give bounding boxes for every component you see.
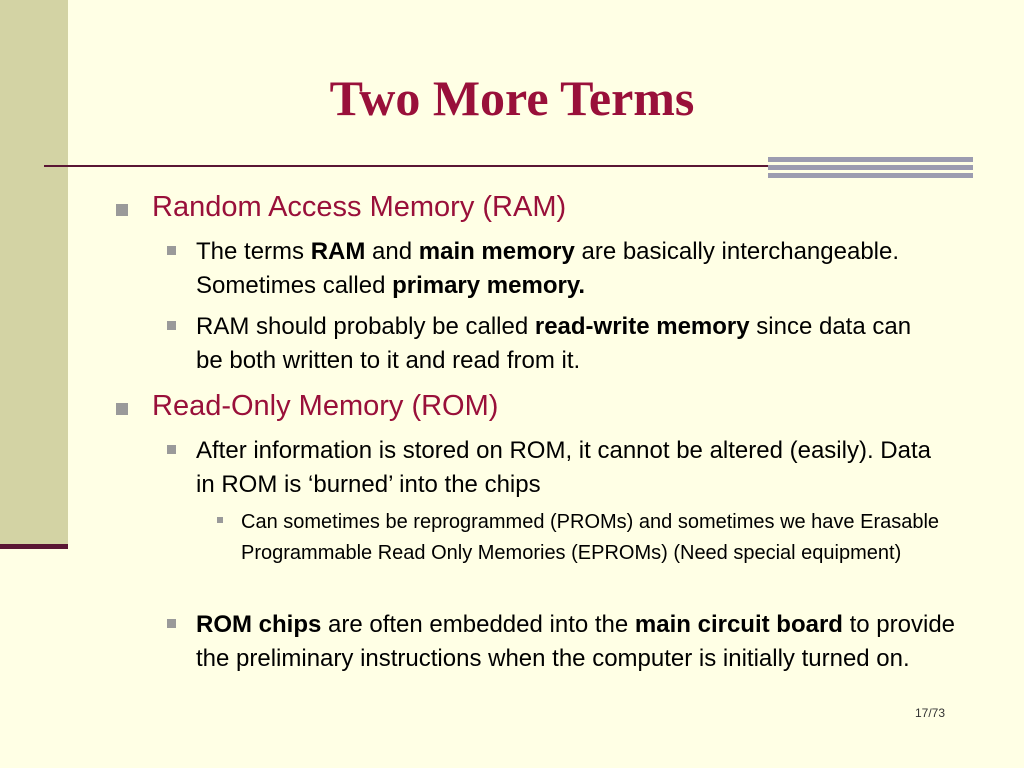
bold-term-primary-memory: primary memory. (392, 272, 586, 299)
sub-bullet-ram-main-memory: The terms RAM and main memory are basica… (167, 235, 936, 303)
slide-page-number: 17/73 (915, 706, 946, 720)
left-accent-bar (0, 0, 68, 546)
sub-bullet-text: The terms RAM and main memory are basica… (196, 238, 899, 299)
text-span: are often embedded into the (321, 611, 635, 638)
text-span: are basically interchangeable. Sometimes… (196, 238, 900, 299)
sub-bullet-rom-altered: After information is stored on ROM, it c… (167, 434, 936, 502)
text-span: to provide the preliminary instructions … (196, 611, 956, 672)
sub-bullet-square-icon (167, 619, 176, 628)
bullet-square-icon (116, 204, 128, 216)
bold-term-ram: RAM (310, 238, 366, 265)
sub-bullet-square-icon (167, 321, 176, 330)
sub-bullet-square-icon (167, 445, 176, 454)
bullet-rom-text: Read-Only Memory (ROM) (152, 390, 499, 422)
sub-bullet-text: RAM should probably be called read-write… (196, 313, 911, 374)
text-span: and (365, 238, 419, 265)
sub-bullet-read-write-memory: RAM should probably be called read-write… (167, 310, 936, 378)
sub-sub-bullet-eproms: Can sometimes be reprogrammed (PROMs) an… (217, 507, 941, 569)
text-span: since data can be both written to it and… (196, 313, 912, 374)
text-span: The terms (196, 238, 311, 265)
sub-bullet-square-icon (167, 246, 176, 255)
sub-sub-bullet-text: Can sometimes be reprogrammed (PROMs) an… (241, 511, 940, 564)
sub-sub-bullet-square-icon (217, 517, 223, 523)
slide-title: Two More Terms (329, 70, 695, 126)
bullet-rom: Read-Only Memory (ROM) (116, 389, 972, 423)
bullet-square-icon (116, 403, 128, 415)
sub-bullet-text: ROM chips are often embedded into the ma… (196, 611, 955, 672)
text-span: RAM should probably be called (196, 313, 535, 340)
sub-bullet-text: After information is stored on ROM, it c… (196, 437, 931, 498)
bullet-ram: Random Access Memory (RAM) (116, 190, 972, 224)
bold-term-rom-chips: ROM chips (196, 611, 322, 638)
bold-term-read-write-memory: read-write memory (534, 313, 750, 340)
sub-bullet-rom-chips: ROM chips are often embedded into the ma… (167, 608, 971, 676)
title-divider (44, 165, 768, 167)
title-divider-accent (768, 157, 973, 179)
left-accent-underline (0, 544, 68, 549)
bold-term-main-memory: main memory (418, 238, 575, 265)
bold-term-main-circuit-board: main circuit board (634, 611, 843, 638)
bullet-ram-text: Random Access Memory (RAM) (152, 191, 567, 223)
